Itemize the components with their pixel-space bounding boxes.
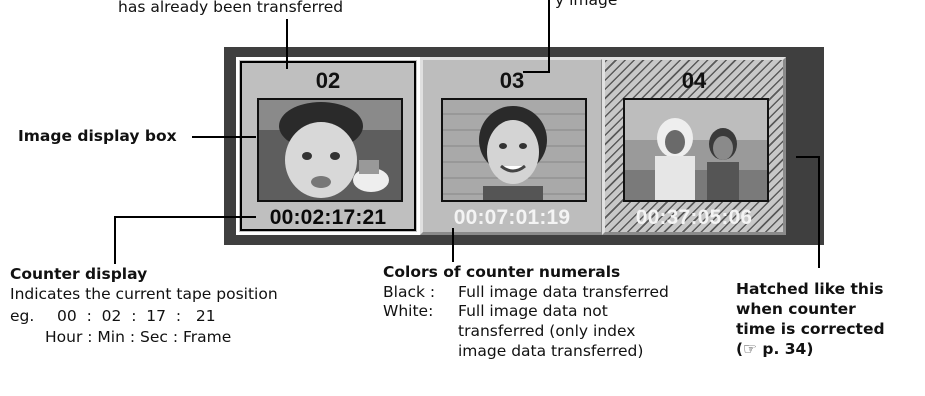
counter-display: 00:07:01:19 bbox=[453, 206, 571, 229]
counter-units: Hour : Min : Sec : Frame bbox=[45, 328, 232, 346]
hatched-note-page-ref: (☞ p. 34) bbox=[736, 340, 814, 358]
hatched-note-line3: time is corrected bbox=[736, 320, 885, 338]
leader-line-image-box bbox=[192, 136, 256, 138]
leader-line-transferred bbox=[286, 19, 288, 69]
leader-line-hatched-h bbox=[796, 156, 820, 158]
counter-display-title: Counter display bbox=[10, 265, 148, 283]
white-desc-1: Full image data not bbox=[458, 302, 608, 320]
white-desc-2: transferred (only index bbox=[458, 322, 636, 340]
index-number: 03 bbox=[499, 68, 525, 93]
black-label: Black : bbox=[383, 283, 436, 301]
image-display-box-label: Image display box bbox=[18, 127, 177, 145]
colors-title: Colors of counter numerals bbox=[383, 263, 621, 281]
white-label: White: bbox=[383, 302, 434, 320]
black-desc: Full image data transferred bbox=[458, 283, 669, 301]
image-cell-02[interactable]: 02 00:02:17:21 bbox=[236, 57, 420, 235]
thumbnail-girl bbox=[441, 98, 587, 202]
white-desc-3: image data transferred) bbox=[458, 342, 644, 360]
leader-line-counter-h bbox=[114, 216, 256, 218]
hatched-note-line1: Hatched like this bbox=[736, 280, 884, 298]
counter-display: 00:37:05:06 bbox=[635, 206, 753, 229]
hatched-note-line2: when counter bbox=[736, 300, 856, 318]
caption-index-number: y image bbox=[555, 0, 618, 9]
caption-already-transferred: has already been transferred bbox=[118, 0, 344, 16]
leader-line-number-h bbox=[523, 71, 550, 73]
image-cell-03[interactable]: 03 00:07:01:19 bbox=[420, 57, 604, 235]
index-number: 04 bbox=[681, 68, 707, 93]
thumbnail-baby bbox=[257, 98, 403, 202]
leader-line-counter-v bbox=[114, 216, 116, 264]
counter-eg-label: eg. bbox=[10, 307, 35, 325]
leader-line-hatched-v bbox=[818, 156, 820, 268]
index-number: 02 bbox=[315, 68, 341, 93]
image-cell-04[interactable]: 04 00:37:05:06 bbox=[602, 57, 786, 235]
counter-example: 00 : 02 : 17 : 21 bbox=[57, 307, 216, 325]
leader-line-number bbox=[548, 0, 550, 72]
counter-display: 00:02:17:21 bbox=[269, 206, 387, 229]
leader-line-colors bbox=[452, 228, 454, 262]
thumbnail-two-children bbox=[623, 98, 769, 202]
counter-display-desc: Indicates the current tape position bbox=[10, 285, 278, 303]
